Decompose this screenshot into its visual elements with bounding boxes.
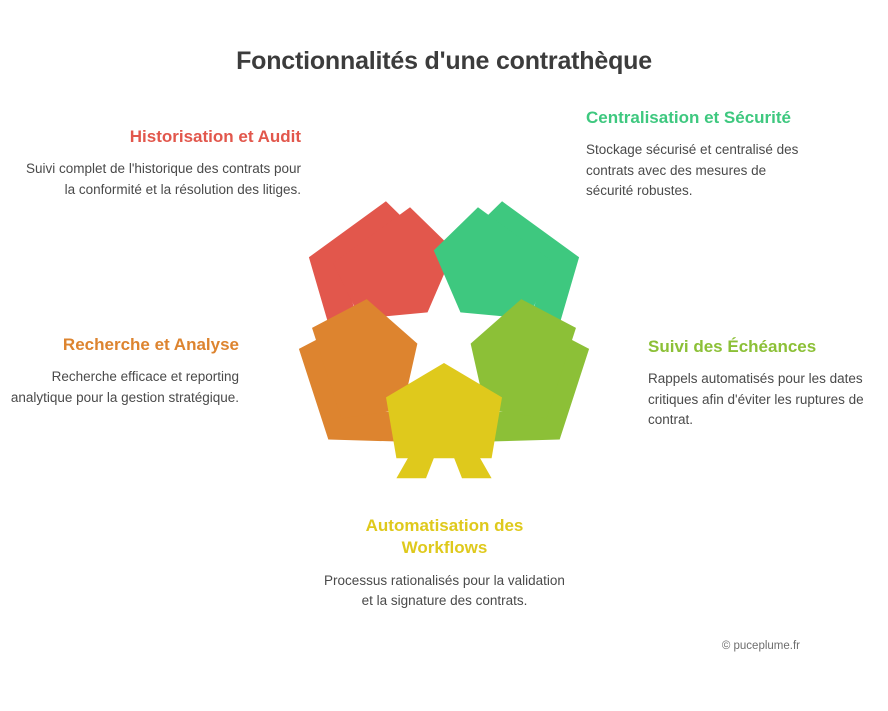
feature-title-recherche: Recherche et Analyse	[62, 335, 239, 354]
credit-label: © puceplume.fr	[721, 640, 800, 652]
feature-block-historisation: Historisation et Audit Suivi complet de …	[18, 126, 301, 200]
feature-title-suivi: Suivi des Échéances	[648, 337, 817, 356]
page-title: Fonctionnalités d'une contrathèque	[236, 47, 652, 75]
feature-title-centralisation: Centralisation et Sécurité	[586, 108, 792, 127]
pentagon-cluster-diagram	[244, 150, 644, 510]
feature-title-historisation: Historisation et Audit	[129, 127, 301, 146]
feature-title-automatisation: Automatisation des Workflows	[365, 516, 524, 558]
feature-description-recherche: Recherche efficace et reporting analytiq…	[10, 369, 239, 405]
feature-block-suivi: Suivi des Échéances Rappels automatisés …	[648, 336, 873, 431]
feature-description-historisation: Suivi complet de l'historique des contra…	[26, 161, 301, 197]
feature-description-centralisation: Stockage sécurisé et centralisé des cont…	[586, 142, 799, 199]
feature-description-suivi: Rappels automatisés pour les dates criti…	[648, 371, 864, 428]
feature-description-automatisation: Processus rationalisés pour la validatio…	[324, 572, 565, 609]
feature-block-centralisation: Centralisation et Sécurité Stockage sécu…	[586, 107, 816, 202]
feature-block-automatisation: Automatisation des Workflows Processus r…	[321, 515, 568, 612]
feature-block-recherche: Recherche et Analyse Recherche efficace …	[10, 334, 239, 408]
petal-automatisation	[386, 363, 502, 479]
